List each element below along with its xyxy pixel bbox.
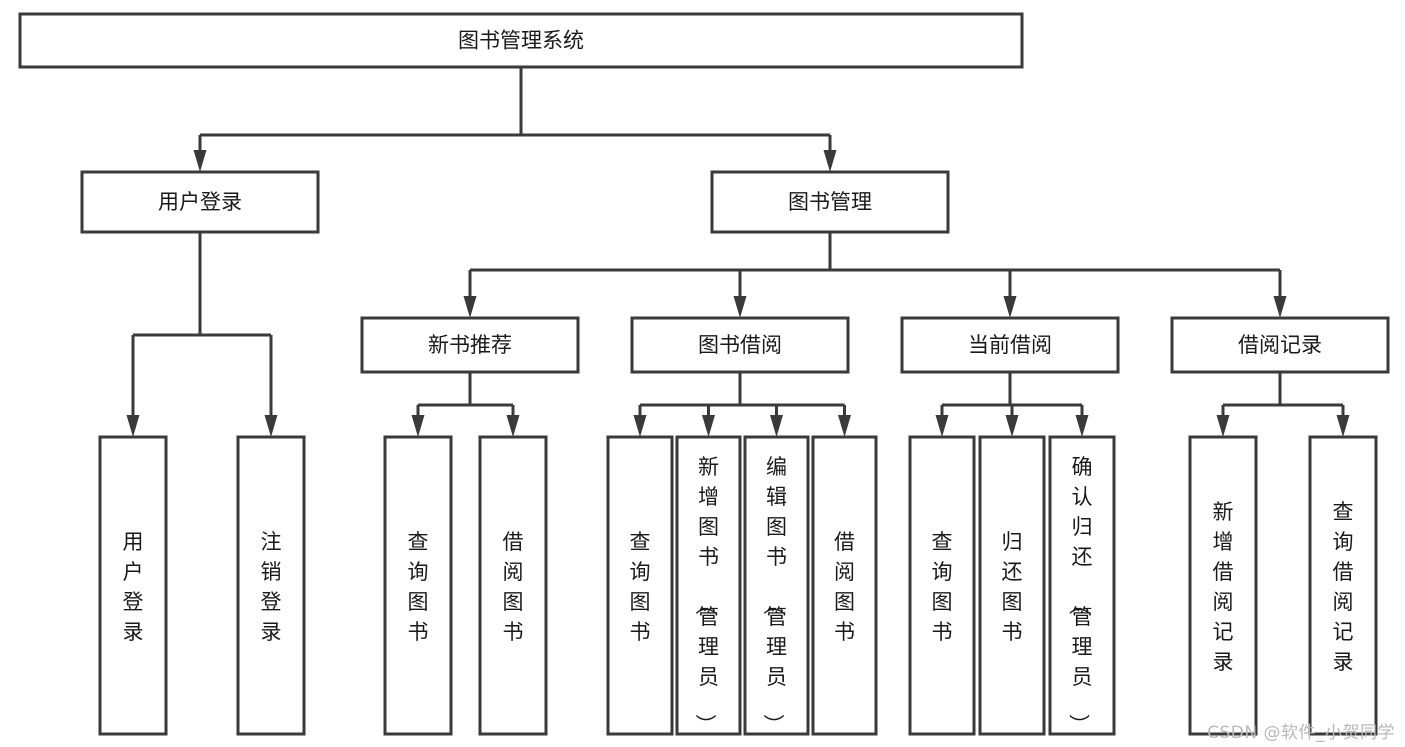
- node-box: [908, 435, 976, 736]
- node-box: [478, 435, 548, 736]
- node-leaf-return-book[interactable]: 归还图书: [978, 435, 1046, 736]
- node-label: 查询借阅记录: [1333, 500, 1354, 674]
- node-box: [98, 435, 168, 736]
- node-box: [383, 435, 453, 736]
- node-label: 借阅图书: [503, 530, 524, 644]
- node-leaf-borrow-book-a[interactable]: 借阅图书: [478, 435, 548, 736]
- node-user-login[interactable]: 用户登录: [80, 170, 320, 234]
- node-leaf-borrow-book-b[interactable]: 借阅图书: [811, 435, 878, 736]
- node-box: [1170, 316, 1390, 374]
- node-label: 注销登录: [261, 530, 282, 644]
- node-book-borrow[interactable]: 图书借阅: [630, 316, 850, 374]
- node-leaf-query-book-a[interactable]: 查询图书: [383, 435, 453, 736]
- node-box: [1048, 435, 1116, 736]
- node-label: 查询图书: [630, 530, 651, 644]
- node-box: [630, 316, 850, 374]
- node-box: [743, 435, 810, 736]
- node-label: 编辑图书（管理员）: [761, 455, 787, 735]
- node-box: [236, 435, 306, 736]
- node-leaf-confirm-return[interactable]: 确认归还（管理员）: [1048, 435, 1116, 736]
- node-box: [360, 316, 580, 374]
- node-box: [1308, 435, 1378, 736]
- node-label: 当前借阅: [968, 333, 1052, 357]
- node-label: 归还图书: [1002, 530, 1023, 644]
- node-leaf-add-record[interactable]: 新增借阅记录: [1188, 435, 1258, 736]
- node-box: [18, 12, 1024, 69]
- node-label: 新增图书（管理员）: [693, 455, 719, 735]
- node-leaf-logout[interactable]: 注销登录: [236, 435, 306, 736]
- node-box: [606, 435, 674, 736]
- node-label: 确认归还（管理员）: [1067, 455, 1093, 735]
- node-root[interactable]: 图书管理系统: [18, 12, 1024, 69]
- node-book-manage[interactable]: 图书管理: [710, 170, 950, 234]
- node-label: 图书借阅: [698, 333, 782, 357]
- node-label: 查询图书: [932, 530, 953, 644]
- node-label: 查询图书: [408, 530, 429, 644]
- node-leaf-add-book[interactable]: 新增图书（管理员）: [675, 435, 742, 736]
- node-layer: 图书管理系统用户登录图书管理新书推荐图书借阅当前借阅借阅记录用户登录注销登录查询…: [18, 12, 1390, 736]
- node-box: [710, 170, 950, 234]
- node-label: 用户登录: [158, 190, 242, 214]
- node-box: [811, 435, 878, 736]
- node-leaf-edit-book[interactable]: 编辑图书（管理员）: [743, 435, 810, 736]
- csdn-watermark: CSDN @软件_小贺同学: [1207, 723, 1395, 743]
- node-label: 借阅记录: [1238, 333, 1322, 357]
- node-leaf-user-login[interactable]: 用户登录: [98, 435, 168, 736]
- node-box: [900, 316, 1120, 374]
- node-box: [80, 170, 320, 234]
- node-label: 图书管理系统: [458, 29, 584, 53]
- node-box: [675, 435, 742, 736]
- node-box: [1188, 435, 1258, 736]
- node-new-book-rec[interactable]: 新书推荐: [360, 316, 580, 374]
- node-label: 用户登录: [123, 530, 144, 644]
- node-label: 新增借阅记录: [1213, 500, 1234, 674]
- node-current-borrow[interactable]: 当前借阅: [900, 316, 1120, 374]
- node-leaf-query-record[interactable]: 查询借阅记录: [1308, 435, 1378, 736]
- node-leaf-query-book-c[interactable]: 查询图书: [908, 435, 976, 736]
- node-label: 借阅图书: [834, 530, 855, 644]
- node-label: 图书管理: [788, 190, 872, 214]
- node-label: 新书推荐: [428, 333, 512, 357]
- connector-layer: [126, 67, 1350, 437]
- node-box: [978, 435, 1046, 736]
- node-borrow-record[interactable]: 借阅记录: [1170, 316, 1390, 374]
- node-leaf-query-book-b[interactable]: 查询图书: [606, 435, 674, 736]
